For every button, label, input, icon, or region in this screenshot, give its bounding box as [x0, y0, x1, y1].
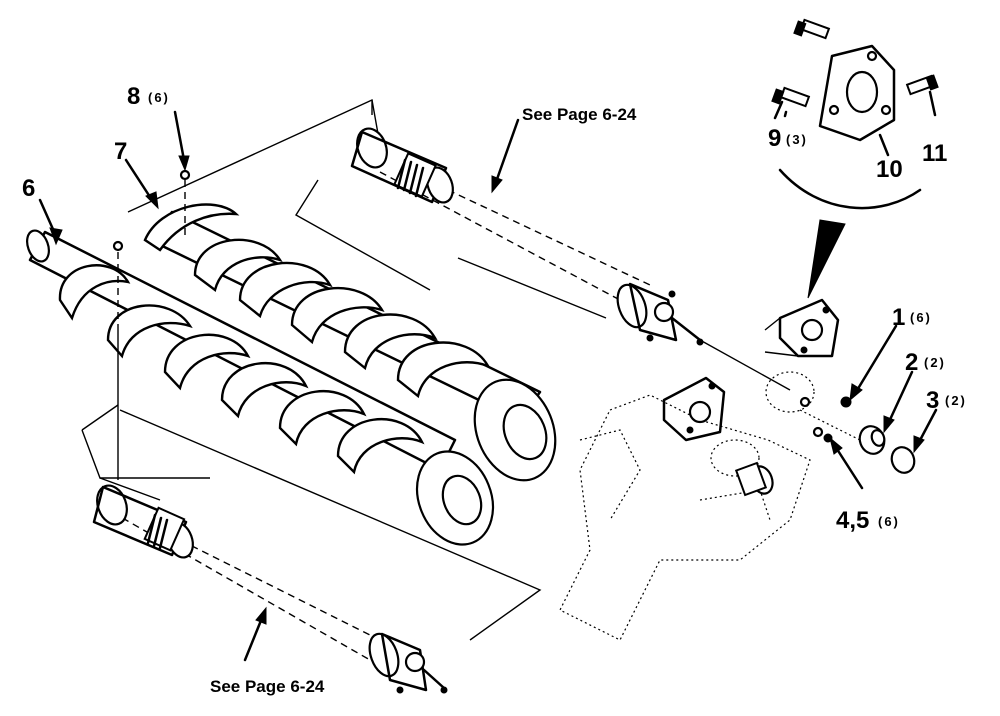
- upper-auger: [143, 203, 557, 482]
- callout-1: 1: [892, 304, 905, 331]
- lower-bearing-plate: [662, 376, 774, 497]
- upper-bearing-plate: [764, 298, 840, 358]
- callout-2: 2: [905, 349, 918, 376]
- callout-6: 6: [22, 175, 35, 202]
- upper-coupling: [393, 152, 437, 198]
- lower-auger: [26, 229, 495, 546]
- see-page-reference-bottom: See Page 6-24: [210, 677, 325, 696]
- callout-4-5: 4,5: [836, 507, 869, 534]
- upper-motor-end: [616, 282, 704, 346]
- callout-7: 7: [114, 138, 127, 165]
- side-sheet: [559, 371, 815, 641]
- flight-bolts: [112, 169, 191, 480]
- callout-1-qty: (6): [910, 310, 932, 325]
- callout-3: 3: [926, 387, 939, 414]
- bolt-9-upper: [793, 18, 831, 40]
- detail-view: [771, 18, 939, 299]
- lower-motor-end: [368, 632, 448, 694]
- lower-drive-motor: [92, 484, 448, 694]
- callout-9-qty: (3): [786, 132, 808, 147]
- callout-8-qty: (6): [148, 90, 170, 105]
- callout-9: 9: [768, 125, 781, 152]
- bolt-9-left: [771, 86, 811, 108]
- bolt-11: [905, 74, 939, 96]
- callout-3-qty: (2): [945, 393, 967, 408]
- frame-lines: [81, 98, 607, 641]
- callout-11: 11: [922, 140, 947, 167]
- hardware-parts: [799, 396, 916, 474]
- callout-labels: 6 7 8 (6) 9 (3) 10 11 1 (6) 2 (2) 3 (2) …: [22, 83, 967, 696]
- callout-2-qty: (2): [924, 355, 946, 370]
- leader-lines: [38, 110, 938, 662]
- callout-10: 10: [876, 156, 903, 183]
- upper-drive-motor: [350, 127, 791, 391]
- lower-coupling: [143, 506, 186, 552]
- see-page-reference-top: See Page 6-24: [522, 105, 637, 124]
- callout-4-5-qty: (6): [878, 514, 900, 529]
- callout-8: 8: [127, 83, 140, 110]
